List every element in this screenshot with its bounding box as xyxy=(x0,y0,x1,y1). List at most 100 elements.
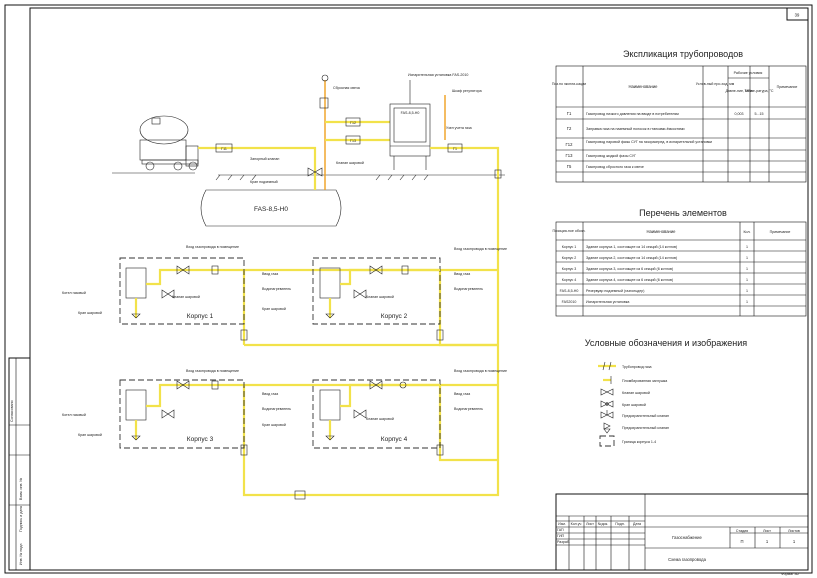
elem-name: Резервуар подземный (газгольдер) xyxy=(586,289,644,293)
svg-text:Предохранительный клапан: Предохранительный клапан xyxy=(622,414,669,418)
callout-regulator: Шкаф регулятора xyxy=(452,89,482,93)
explication-table xyxy=(555,65,807,183)
format-label: Формат А2 xyxy=(781,572,799,576)
legend-item-meter: Предохранительный клапан xyxy=(603,422,669,434)
expl-subheader-t: Темпе-ратура, °С xyxy=(745,89,774,93)
elem-row-3: Корпус 4 Здание корпуса 4, состоящее из … xyxy=(562,278,748,282)
elem-header-code: Позиция-ное обозн. xyxy=(552,229,585,233)
building-3-label: Корпус 3 xyxy=(187,436,214,443)
elem-qty: 1 xyxy=(746,267,748,271)
expl-code: Г1 xyxy=(567,111,572,116)
tb-col-doc: №док. xyxy=(598,522,609,526)
tb-col-date: Дата xyxy=(633,522,641,526)
pipe-tag-g1 xyxy=(447,143,463,153)
side-stamp: Согласовано Инв. № подл. Подпись и дата … xyxy=(8,357,31,571)
callout-valve-1: Кран шаровой xyxy=(78,311,102,315)
svg-text:Кран шаровой: Кран шаровой xyxy=(622,403,646,407)
elem-code: Корпус 3 xyxy=(562,267,577,271)
tb-sheets-header: Листов xyxy=(788,529,800,533)
legend-item-regulator: Предохранительный клапан xyxy=(600,410,669,419)
callout-shut-valve: Запорный клапан xyxy=(250,157,279,161)
elem-qty: 1 xyxy=(746,289,748,293)
legend-title: Условные обозначения и изображения xyxy=(585,338,748,348)
callout-valve-1c: Кран шаровой xyxy=(262,307,286,311)
riser-2 xyxy=(438,270,498,347)
expl-header-code: Поз.по экспли-кации xyxy=(552,82,586,86)
station-title: FAS-8,5-H0 xyxy=(401,111,420,115)
elem-header-qty: Кол. xyxy=(743,230,750,234)
legend-item-boundary: Граница корпуса 1-4 xyxy=(599,435,656,447)
expl-pressure: 0,003 xyxy=(735,112,744,116)
svg-text:Трубопровод газа: Трубопровод газа xyxy=(622,365,652,369)
elem-qty: 1 xyxy=(746,256,748,260)
callout-meter: Узел учета газа xyxy=(446,126,472,130)
expl-name: Газопровод жидкой фазы СУГ xyxy=(586,154,636,158)
expl-header-note: Примечание xyxy=(777,85,798,89)
tb-col-change: Изм. xyxy=(558,522,566,526)
riser-4 xyxy=(438,385,498,462)
building-4-label: Корпус 4 xyxy=(381,436,408,443)
elem-code: Корпус 4 xyxy=(562,278,577,282)
building-2-label: Корпус 2 xyxy=(381,313,408,320)
tb-stage: П xyxy=(740,539,743,544)
underground-tank-icon xyxy=(200,189,342,227)
drawing-frame xyxy=(29,7,809,571)
elem-code: FAS2010 xyxy=(562,300,577,304)
callout-buried-valve: Кран подземный xyxy=(250,180,278,184)
expl-name: Заправка газа на наземный полосок в гтан… xyxy=(586,127,685,131)
callout-valve-1b: Клапан шаровой xyxy=(172,295,200,299)
svg-text:Граница корпуса 1-4: Граница корпуса 1-4 xyxy=(622,440,656,444)
svg-text:Предохранительный клапан: Предохранительный клапан xyxy=(622,426,669,430)
main-gas-pipe xyxy=(242,146,500,497)
expl-header-conditions: Рабочие условия xyxy=(734,71,763,75)
expl-code: Г5 xyxy=(567,164,572,169)
expl-row-4: Г5 Газопровод сбросного газа к свече xyxy=(567,164,644,169)
elem-row-1: Корпус 2 Здание корпуса 2, состоящее из … xyxy=(562,256,748,260)
elem-row-0: Корпус 1 Здание корпуса 1, состоящее из … xyxy=(562,245,748,249)
elem-name: Здание корпуса 4, состоящее из 6 секций … xyxy=(586,278,673,282)
pipe-tag-fill xyxy=(215,143,233,153)
tb-role-dev: Разраб. xyxy=(557,540,570,544)
building-3 xyxy=(119,379,245,449)
inv-label: Инв. № подл. xyxy=(19,543,23,565)
callout-vent: Сбросная свеча xyxy=(333,86,360,90)
callout-wall-4: Вход газопровода в помещение xyxy=(454,369,507,373)
pipe-flange-icon xyxy=(294,490,306,500)
swap-label: Взам. инв. № xyxy=(19,478,23,500)
expl-row-0: Г1 Газопровод низкого давления на вводе … xyxy=(567,111,764,116)
callout-heater-3: Водонагреватель xyxy=(262,407,291,411)
pipe-flange-icon xyxy=(494,169,502,179)
legend-item-valve2: Кран шаровой xyxy=(600,400,646,408)
sheet-number-box xyxy=(786,7,809,21)
tb-sheet: 1 xyxy=(766,539,769,544)
elem-row-5: FAS2010 Испарительная установка 1 xyxy=(562,300,748,304)
svg-text:Клапан шаровой: Клапан шаровой xyxy=(622,391,650,395)
vent-cap-icon xyxy=(321,74,329,82)
elem-header-name: Наименование xyxy=(646,229,676,234)
tanker-truck-icon xyxy=(139,115,199,171)
legend-item-cap: Пломбированная заглушка xyxy=(603,376,667,384)
pipe-tag-g13 xyxy=(345,135,361,145)
expl-code: Г12 xyxy=(566,142,574,147)
elem-name: Испарительная установка xyxy=(586,300,629,304)
elem-name: Здание корпуса 2, состоящее из 14 секций… xyxy=(586,256,677,260)
callout-wall-3: Вход газопровода в помещение xyxy=(186,369,239,373)
expl-name: Газопровод паровой фазы СУГ на газораспр… xyxy=(586,140,712,144)
tb-stage-header: Стадия xyxy=(736,529,748,533)
svg-text:Пломбированная заглушка: Пломбированная заглушка xyxy=(622,379,667,383)
callout-wall-2: Вход газопровода в помещение xyxy=(454,247,507,251)
building-4 xyxy=(312,379,441,449)
elem-row-2: Корпус 3 Здание корпуса 3, состоящее из … xyxy=(562,267,748,271)
tb-role-gip: ГИП xyxy=(557,534,565,538)
elem-name: Здание корпуса 1, состоящее из 14 секций… xyxy=(586,245,677,249)
elem-code: Корпус 1 xyxy=(562,245,577,249)
pipe-flange-icon xyxy=(436,329,444,341)
callout-boiler-3: Котел газовый xyxy=(62,413,86,417)
tank-label: FAS-8,5-H0 xyxy=(254,206,288,213)
elem-code: Корпус 2 xyxy=(562,256,577,260)
pipe-tag-text: Г11 xyxy=(221,147,227,151)
callout-heater-2: Водонагреватель xyxy=(454,287,483,291)
expl-code: Г13 xyxy=(566,153,574,158)
legend-item-pipe: Трубопровод газа xyxy=(598,361,652,371)
